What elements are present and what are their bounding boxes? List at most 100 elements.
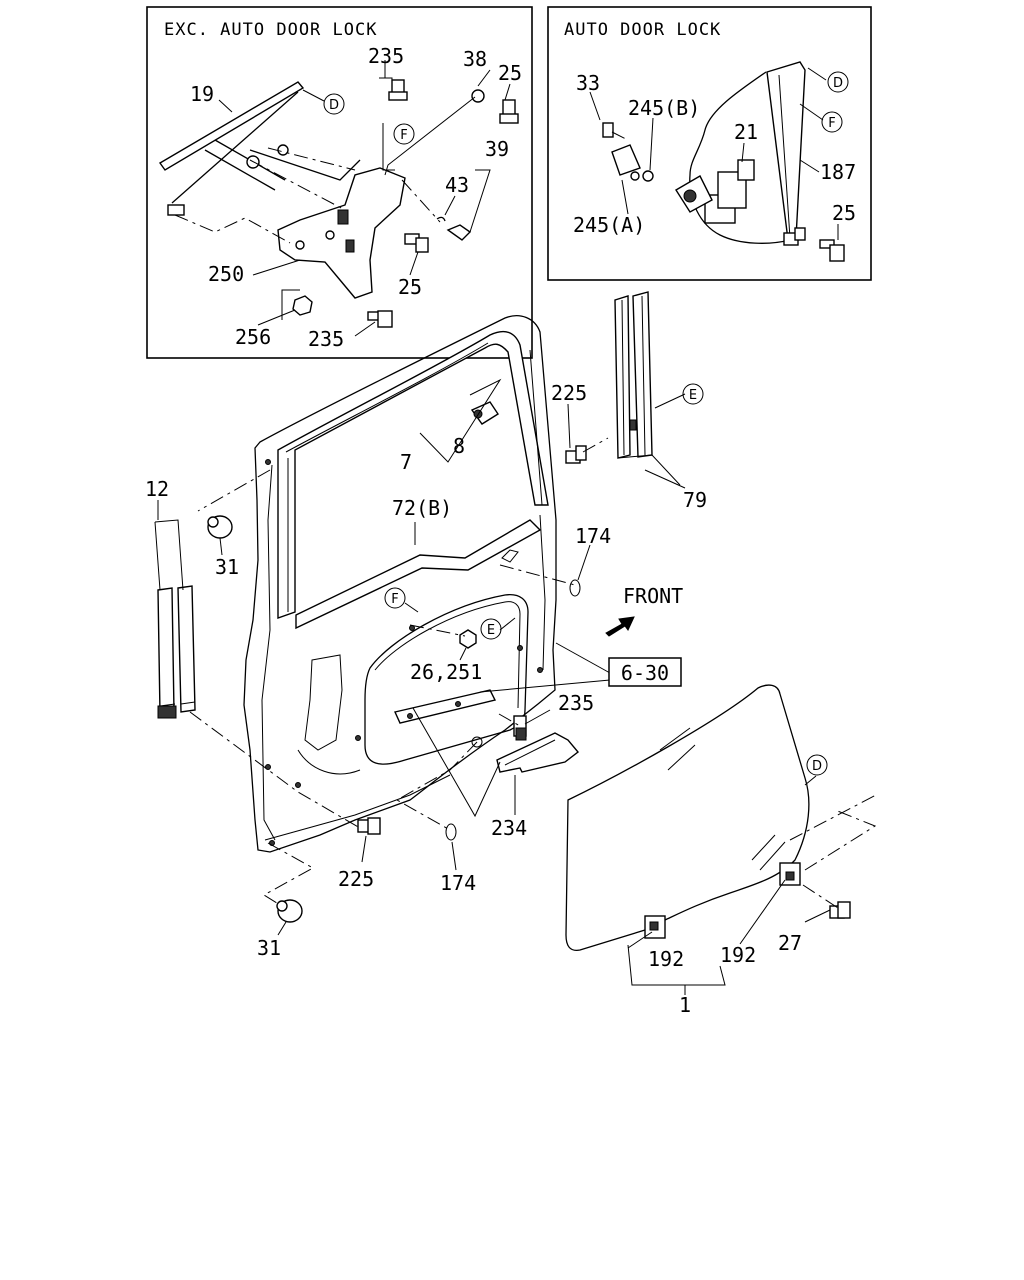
stopper-31-upper — [207, 515, 233, 539]
reference-box-6-30[interactable]: 6-30 — [608, 657, 682, 687]
bolt-235-bottom — [367, 310, 393, 328]
ref-circle-f-left: F — [393, 123, 415, 145]
nut-256 — [292, 295, 313, 316]
plate-hole-2 — [325, 230, 335, 240]
bracket-234 — [496, 732, 580, 773]
callout-235-top: 235 — [368, 44, 404, 68]
bolt-25-mid — [404, 233, 429, 253]
plug-174-upper — [569, 579, 581, 597]
door-assembly — [243, 315, 557, 853]
inset-auto-door-lock: AUTO DOOR LOCK 33 2 — [547, 6, 872, 281]
callout-26-251: 26,251 — [410, 660, 482, 684]
callout-235-main: 235 — [558, 691, 594, 715]
callout-19: 19 — [190, 82, 214, 106]
callout-12: 12 — [145, 477, 169, 501]
belt-molding-72b — [295, 519, 542, 630]
regulator-rail-187 — [766, 61, 806, 241]
callout-225-upper: 225 — [551, 381, 587, 405]
pivot-2 — [277, 144, 289, 156]
callout-250: 250 — [208, 262, 244, 286]
inset-left-frame — [146, 6, 533, 359]
callout-234: 234 — [491, 816, 527, 840]
svg-text:D: D — [833, 76, 843, 91]
bolt-235-top — [388, 79, 408, 101]
callout-25-right: 25 — [832, 201, 856, 225]
callout-8: 8 — [453, 434, 465, 458]
regulator-foot — [167, 204, 185, 216]
callout-79: 79 — [683, 488, 707, 512]
bolt-27 — [829, 901, 851, 919]
screw-33 — [602, 122, 614, 138]
bolt-225-upper — [565, 445, 587, 464]
ref-circle-d-left: D — [323, 93, 345, 115]
regulator-plate — [277, 167, 406, 299]
motor-21 — [675, 159, 755, 224]
callout-235-bottom: 235 — [308, 327, 344, 351]
ref-circle-d-main: D — [806, 754, 828, 776]
callout-27: 27 — [778, 931, 802, 955]
callout-256: 256 — [235, 325, 271, 349]
svg-text:D: D — [812, 759, 822, 774]
plug-174-lower — [445, 823, 457, 841]
regulator-cable — [689, 71, 791, 244]
bracket-245a — [611, 144, 641, 176]
front-arrow-icon — [605, 616, 635, 637]
ref-circle-f-right: F — [821, 111, 843, 133]
svg-text:F: F — [828, 116, 835, 131]
lower-sash-channel — [394, 689, 497, 724]
bolt-225-lower — [357, 817, 381, 835]
callout-25-top: 25 — [498, 61, 522, 85]
svg-text:F: F — [391, 592, 398, 607]
callout-21: 21 — [734, 120, 758, 144]
ref-circle-f-main: F — [384, 587, 406, 609]
svg-text:FRONT: FRONT — [623, 584, 683, 608]
inset-exc-auto-door-lock: EXC. AUTO DOOR LOCK — [146, 6, 533, 359]
front-channel-79 — [614, 291, 681, 486]
pin-43 — [436, 216, 446, 222]
callout-25-mid: 25 — [398, 275, 422, 299]
callout-38: 38 — [463, 47, 487, 71]
nut-245b — [642, 170, 654, 182]
nut-26-251 — [459, 629, 477, 649]
inset-right-frame — [547, 6, 872, 281]
callout-174-lower: 174 — [440, 871, 476, 895]
regulator-arm-b — [204, 139, 286, 191]
callout-43: 43 — [445, 173, 469, 197]
regulator-arm-a — [171, 91, 299, 204]
bolt-235-main — [513, 715, 527, 741]
door-outer-panel — [243, 315, 557, 853]
plate-slot-1 — [337, 209, 349, 225]
callout-72b: 72(B) — [392, 496, 452, 520]
front-direction-indicator: FRONT — [605, 584, 683, 637]
plate-slot-2 — [345, 239, 355, 253]
svg-text:6-30: 6-30 — [621, 661, 669, 685]
callout-39: 39 — [485, 137, 509, 161]
regulator-rail — [158, 81, 305, 171]
bolt-25-top — [499, 99, 519, 124]
stopper-31-lower — [276, 899, 303, 923]
callout-245a: 245(A) — [573, 213, 645, 237]
inset-right-title: AUTO DOOR LOCK — [564, 20, 721, 40]
callout-174-upper: 174 — [575, 524, 611, 548]
callout-225-lower: 225 — [338, 867, 374, 891]
bolt-25-right — [819, 239, 845, 262]
glass-run-channel — [277, 330, 549, 619]
callout-187: 187 — [820, 160, 856, 184]
svg-text:E: E — [689, 388, 697, 403]
clip-39 — [446, 224, 472, 241]
callout-245b: 245(B) — [628, 96, 700, 120]
rear-channel-12 — [154, 519, 196, 719]
callout-7: 7 — [400, 450, 412, 474]
svg-text:F: F — [400, 128, 407, 143]
speaker-recess — [304, 654, 343, 751]
svg-text:D: D — [329, 98, 339, 113]
callout-192-right: 192 — [720, 943, 756, 967]
ref-circle-d-right: D — [827, 71, 849, 93]
regulator-link — [249, 149, 361, 181]
callout-33: 33 — [576, 71, 600, 95]
ref-circle-e-main: E — [480, 618, 502, 640]
inset-left-title: EXC. AUTO DOOR LOCK — [164, 20, 377, 40]
door-glass-1 — [565, 684, 810, 952]
plate-hole-1 — [295, 240, 305, 250]
